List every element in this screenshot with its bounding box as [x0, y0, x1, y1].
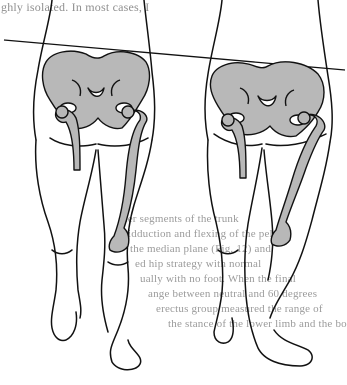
left-figure-right-leg-inner: [98, 150, 108, 332]
left-figure-left-leg-outline: [36, 140, 77, 341]
left-figure-femoral-head-right: [122, 106, 134, 118]
left-figure-right-knee-crease: [108, 262, 128, 265]
left-figure-left-leg-inner: [77, 150, 96, 318]
right-figure-femur-left: [222, 117, 246, 178]
right-figure-right-leg-inner: [264, 150, 273, 280]
right-figure-femoral-head-right: [298, 112, 310, 124]
right-figure: [205, 0, 332, 366]
right-figure-femoral-head-left: [222, 114, 234, 126]
left-figure-femoral-head-left: [56, 106, 68, 118]
right-figure-femurs: [222, 112, 325, 246]
left-figure-femur-left: [56, 109, 80, 170]
left-figure-femurs: [56, 106, 147, 252]
right-figure-left-leg-outline: [207, 140, 233, 343]
